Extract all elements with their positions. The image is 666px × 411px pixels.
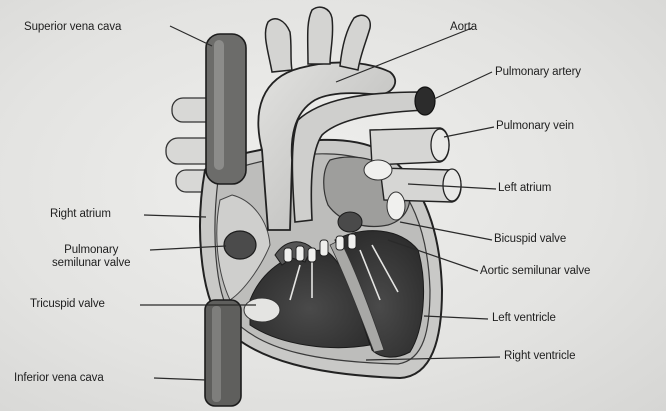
pulmonary-artery-opening — [415, 87, 435, 115]
label-superior-vena-cava: Superior vena cava — [24, 21, 121, 34]
label-left-atrium: Left atrium — [498, 182, 551, 195]
label-tricuspid-valve: Tricuspid valve — [30, 298, 105, 311]
label-pulmonary-vein: Pulmonary vein — [496, 120, 574, 133]
label-pulmonary-semilunar-valve: Pulmonary semilunar valve — [52, 244, 130, 270]
label-right-atrium: Right atrium — [50, 208, 111, 221]
aorta-branches — [265, 7, 370, 72]
label-left-ventricle: Left ventricle — [492, 312, 556, 325]
label-aortic-semilunar-valve: Aortic semilunar valve — [480, 265, 590, 278]
label-inferior-vena-cava: Inferior vena cava — [14, 372, 104, 385]
label-aorta: Aorta — [450, 21, 477, 34]
label-bicuspid-valve: Bicuspid valve — [494, 233, 566, 246]
label-pulmonary-artery: Pulmonary artery — [495, 66, 581, 79]
label-right-ventricle: Right ventricle — [504, 350, 575, 363]
